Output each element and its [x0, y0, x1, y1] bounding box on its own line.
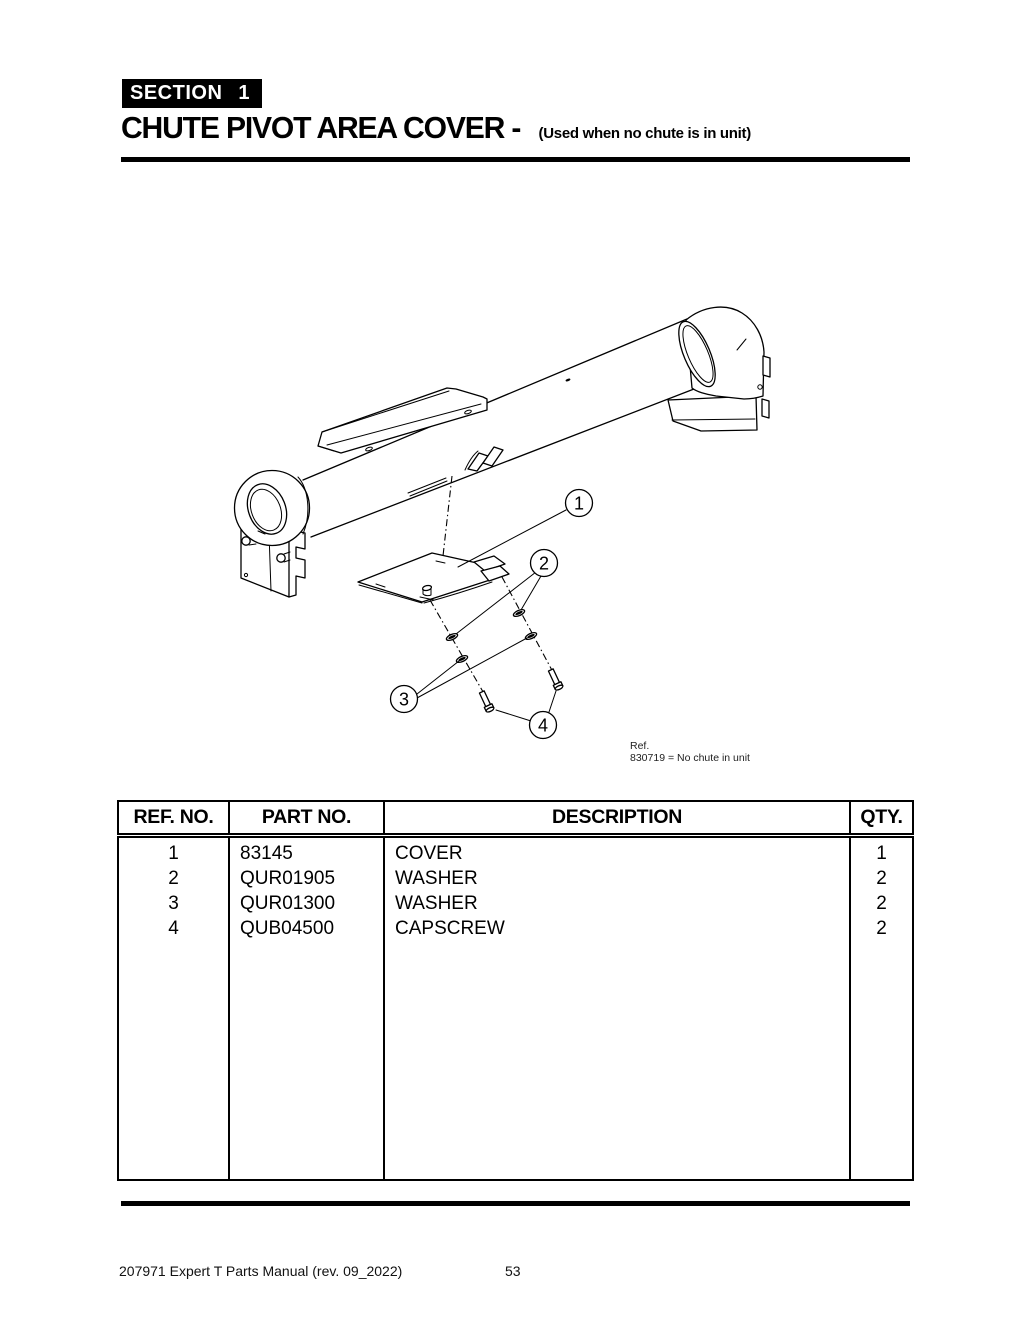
section-number: 1	[238, 82, 251, 104]
center-line-right-stack	[501, 576, 555, 675]
z-slot	[464, 446, 504, 472]
center-line-left-stack	[429, 599, 487, 698]
washer-item2-left	[445, 632, 459, 642]
right-elbow	[678, 306, 771, 419]
svg-text:4: 4	[538, 716, 548, 736]
page-title: CHUTE PIVOT AREA COVER -	[121, 110, 521, 145]
washer-item3-right	[524, 631, 538, 641]
callout-2: 2	[529, 548, 559, 578]
description: COVER	[383, 835, 851, 866]
description: WASHER	[383, 891, 851, 916]
right-bracket	[667, 395, 758, 432]
cover-plate	[357, 552, 510, 604]
table-empty-space	[117, 941, 914, 1180]
header-part-no: PART NO.	[228, 801, 385, 838]
leader-lines	[416, 509, 567, 722]
part-no: 83145	[228, 835, 385, 866]
rivet-mark	[565, 378, 571, 382]
capscrew-left	[478, 690, 495, 713]
ref-no: 2	[117, 866, 230, 891]
section-label: SECTION	[130, 82, 223, 104]
parts-table: REF. NO. PART NO. DESCRIPTION QTY. 1 831…	[117, 800, 914, 1181]
bottom-rule	[121, 1201, 910, 1206]
description: CAPSCREW	[383, 916, 851, 941]
page-title-row: CHUTE PIVOT AREA COVER - (Used when no c…	[121, 110, 751, 146]
tube-end-rim	[678, 320, 716, 388]
description: WASHER	[383, 866, 851, 891]
callout-4: 4	[528, 710, 558, 740]
table-row: 1 83145 COVER 1	[117, 835, 914, 866]
qty: 2	[849, 916, 914, 941]
qty: 2	[849, 891, 914, 916]
table-header-row: REF. NO. PART NO. DESCRIPTION QTY.	[117, 801, 914, 838]
washer-item2-right	[512, 608, 526, 618]
header-qty: QTY.	[849, 801, 914, 838]
top-rule	[121, 157, 910, 162]
qty: 1	[849, 835, 914, 866]
ref-no: 3	[117, 891, 230, 916]
callout-1: 1	[564, 488, 594, 518]
page-subtitle: (Used when no chute is in unit)	[538, 125, 752, 142]
table-row: 4 QUB04500 CAPSCREW 2	[117, 916, 914, 941]
svg-text:2: 2	[539, 554, 549, 574]
left-collar	[233, 469, 311, 547]
ref-no: 1	[117, 835, 230, 866]
footer-document-title: 207971 Expert T Parts Manual (rev. 09_20…	[119, 1263, 403, 1279]
ref-no: 4	[117, 916, 230, 941]
cover-stud	[419, 584, 435, 601]
callout-3: 3	[389, 684, 419, 714]
ref-note-text: 830719 = No chute in unit	[630, 751, 750, 764]
svg-text:3: 3	[399, 690, 409, 710]
header-description: DESCRIPTION	[383, 801, 851, 838]
footer-page-number: 53	[505, 1263, 521, 1279]
table-row: 3 QUR01300 WASHER 2	[117, 891, 914, 916]
ref-note-label: Ref.	[630, 740, 650, 752]
qty: 2	[849, 866, 914, 891]
mounting-shelf	[317, 387, 488, 454]
center-line-slot-to-cover	[442, 475, 453, 557]
section-banner: SECTION 1	[122, 79, 263, 108]
part-no: QUR01905	[228, 866, 385, 891]
auger-housing-tube	[302, 318, 695, 538]
capscrew-right	[547, 668, 564, 691]
header-ref-no: REF. NO.	[117, 801, 230, 838]
part-no: QUR01300	[228, 891, 385, 916]
svg-text:1: 1	[574, 494, 584, 514]
part-no: QUB04500	[228, 916, 385, 941]
ref-note: Ref. 830719 = No chute in unit	[630, 740, 750, 764]
table-row: 2 QUR01905 WASHER 2	[117, 866, 914, 891]
